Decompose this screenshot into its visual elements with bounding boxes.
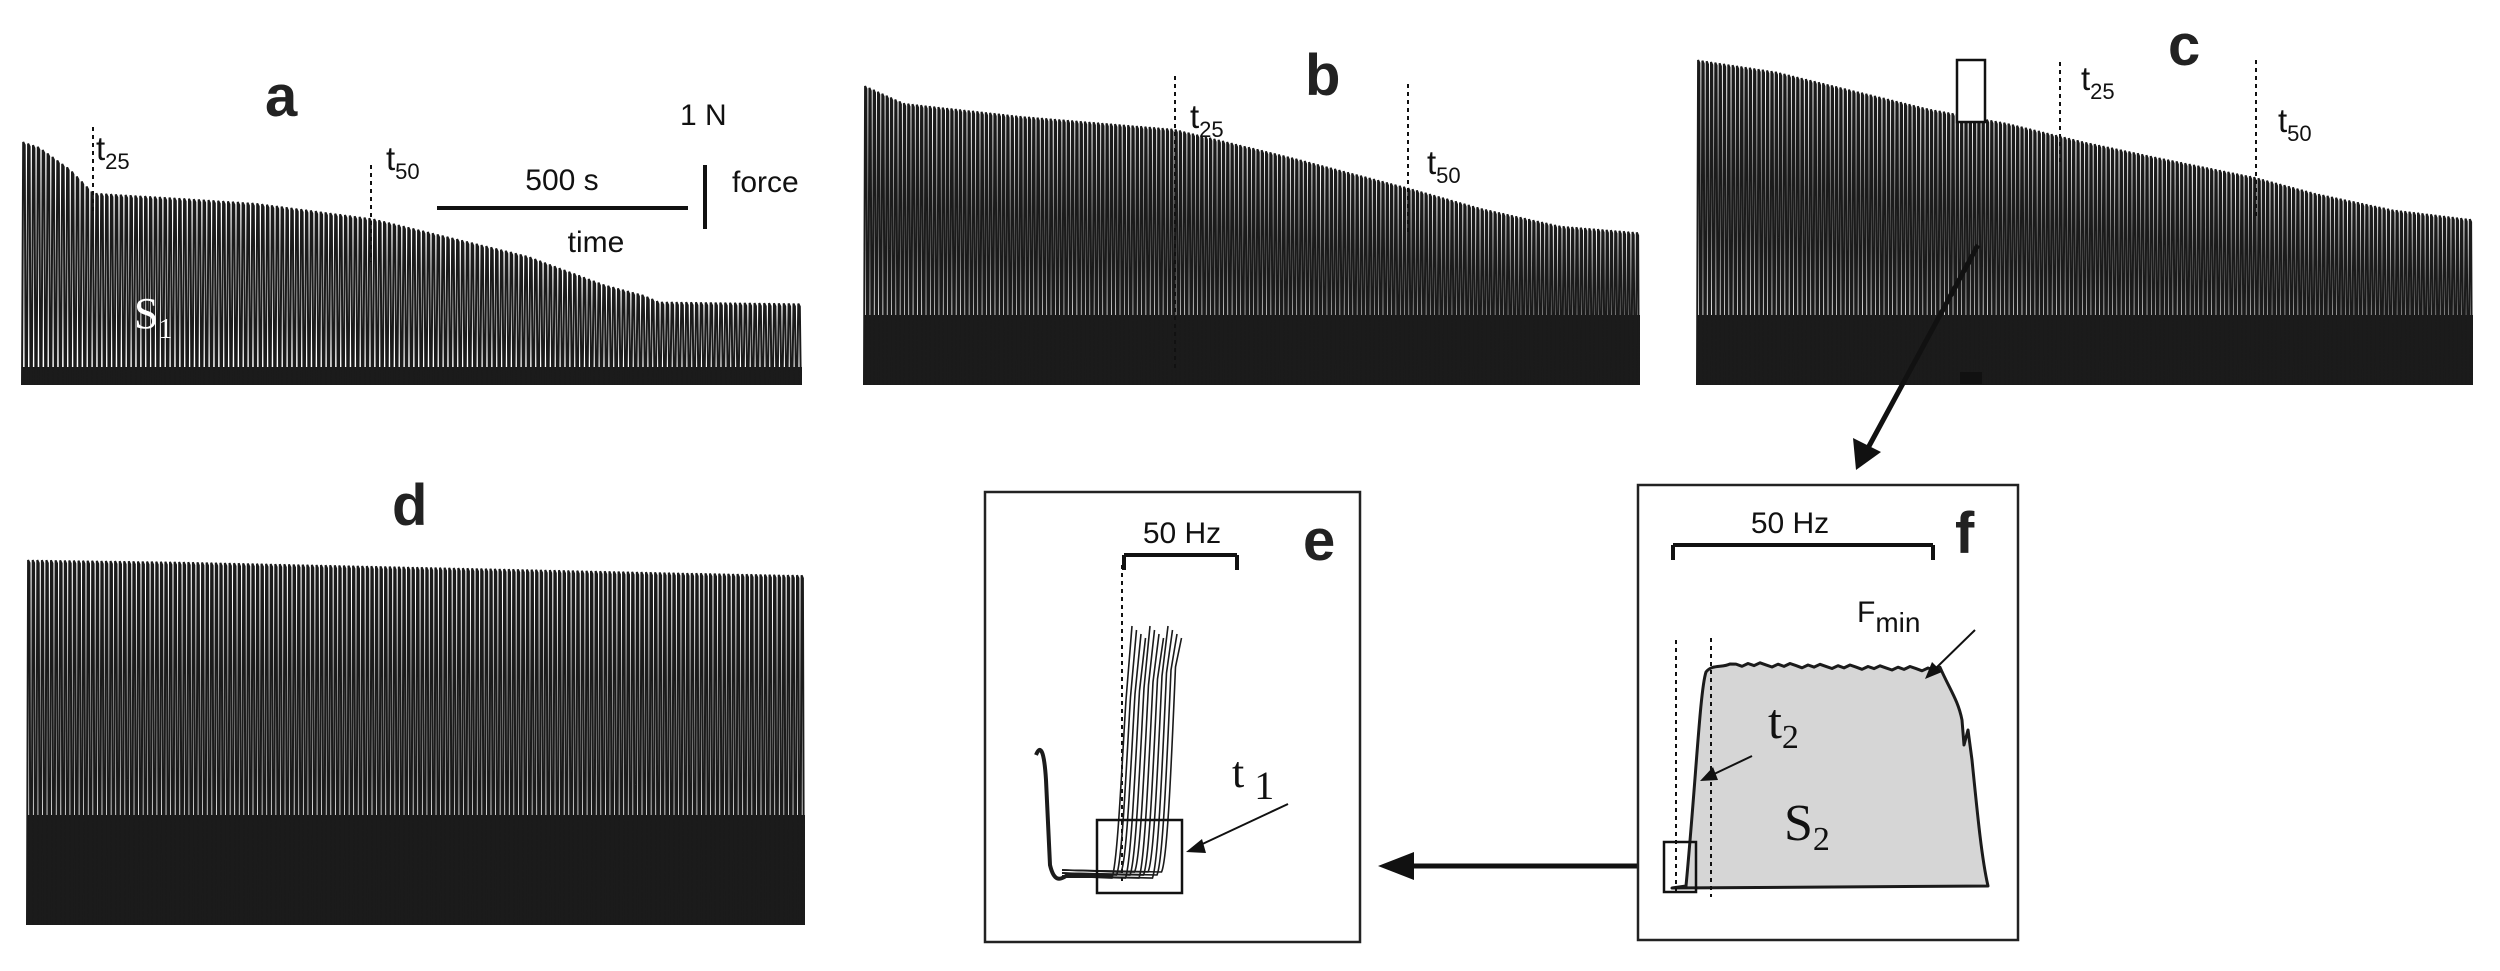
- panel-d-force-trace: [26, 559, 805, 926]
- panel-d-letter: d: [392, 473, 427, 538]
- panel-a-force-trace: [21, 141, 802, 386]
- panel-f-fmin-pointer: [1933, 629, 1976, 671]
- panel-c-tetanic-contractions: [1696, 59, 2473, 386]
- time-scalebar-value: 500 s: [525, 164, 598, 197]
- panel-e-overlay-trace: [1061, 625, 1151, 876]
- panel-c-t25-label: t25: [2081, 60, 2115, 104]
- time-scalebar-label: time: [568, 226, 625, 259]
- panel-e-overlay-trace: [1061, 625, 1169, 873]
- panel-d-tetanic-contractions: [26, 559, 805, 926]
- panel-e-initial-dip: [1034, 748, 1112, 881]
- panel-e-overlay-trace: [1061, 633, 1142, 873]
- panel-e-overlay-traces: [1034, 625, 1183, 881]
- panel-b-letter: b: [1305, 43, 1340, 108]
- panel-c-force-trace: [1696, 59, 2473, 386]
- panel-f-t2-label: t2: [1768, 693, 1799, 756]
- panel-f-tetanus-area: [1670, 661, 1990, 890]
- panel-f-t2-pointer: [1711, 755, 1753, 776]
- panel-e-t1-box: [1095, 818, 1184, 895]
- panel-c-letter: c: [2168, 13, 2200, 78]
- panel-f-scalebar-label: 50 Hz: [1751, 507, 1829, 540]
- panel-c: c t25 t50: [1696, 13, 2473, 386]
- panel-e-overlay-trace: [1061, 637, 1183, 873]
- panel-b-t25-label: t25: [1190, 98, 1224, 142]
- arrow-c-to-f: [1865, 243, 1981, 450]
- panel-a-t25-label: t25: [96, 130, 130, 174]
- panel-f: f 50 Hz t2 S2 Fmin: [1636, 483, 2020, 942]
- panel-a-t50-label: t50: [386, 140, 420, 184]
- panel-b: b t25 t50: [863, 43, 1640, 386]
- panel-c-t50-label: t50: [2278, 102, 2312, 146]
- panel-c-zoom-box: [1955, 58, 1987, 124]
- panel-e-scalebar-label: 50 Hz: [1143, 517, 1221, 550]
- force-scalebar-value: 1 N: [680, 99, 727, 132]
- panel-f-area-label: S2: [1784, 795, 1830, 858]
- force-scalebar-label: force: [732, 166, 799, 199]
- panel-c-zoom-base: [1960, 372, 1982, 384]
- panel-e-overlay-trace: [1061, 625, 1133, 879]
- panel-f-t1-box: [1662, 840, 1698, 894]
- panel-b-tetanic-contractions: [863, 85, 1640, 386]
- panel-e-letter: e: [1303, 508, 1335, 573]
- panel-b-force-trace: [863, 85, 1640, 386]
- panel-e-frame: [983, 490, 1362, 944]
- panel-e-overlay-trace: [1061, 637, 1147, 879]
- panel-e-t1-pointer: [1195, 803, 1289, 848]
- panel-b-t50-label: t50: [1427, 144, 1461, 188]
- panel-a: a t25 t50 S1 500 s time 1 N force: [21, 64, 802, 386]
- panel-a-scalebar: 500 s time 1 N force: [437, 99, 799, 259]
- arrow-f-to-e-head: [1378, 852, 1414, 880]
- panel-e-overlay-trace: [1061, 633, 1178, 876]
- panel-d: d: [26, 473, 805, 926]
- panel-e-overlay-trace: [1061, 629, 1156, 873]
- arrow-c-to-f-head: [1853, 438, 1881, 470]
- panel-a-area-label: S1: [134, 289, 172, 345]
- panel-f-letter: f: [1955, 501, 1975, 566]
- panel-a-tetanic-contractions: [21, 141, 802, 386]
- panel-f-fmin-label: Fmin: [1857, 596, 1920, 638]
- panel-a-letter: a: [265, 64, 298, 129]
- panel-e-overlay-trace: [1061, 637, 1165, 876]
